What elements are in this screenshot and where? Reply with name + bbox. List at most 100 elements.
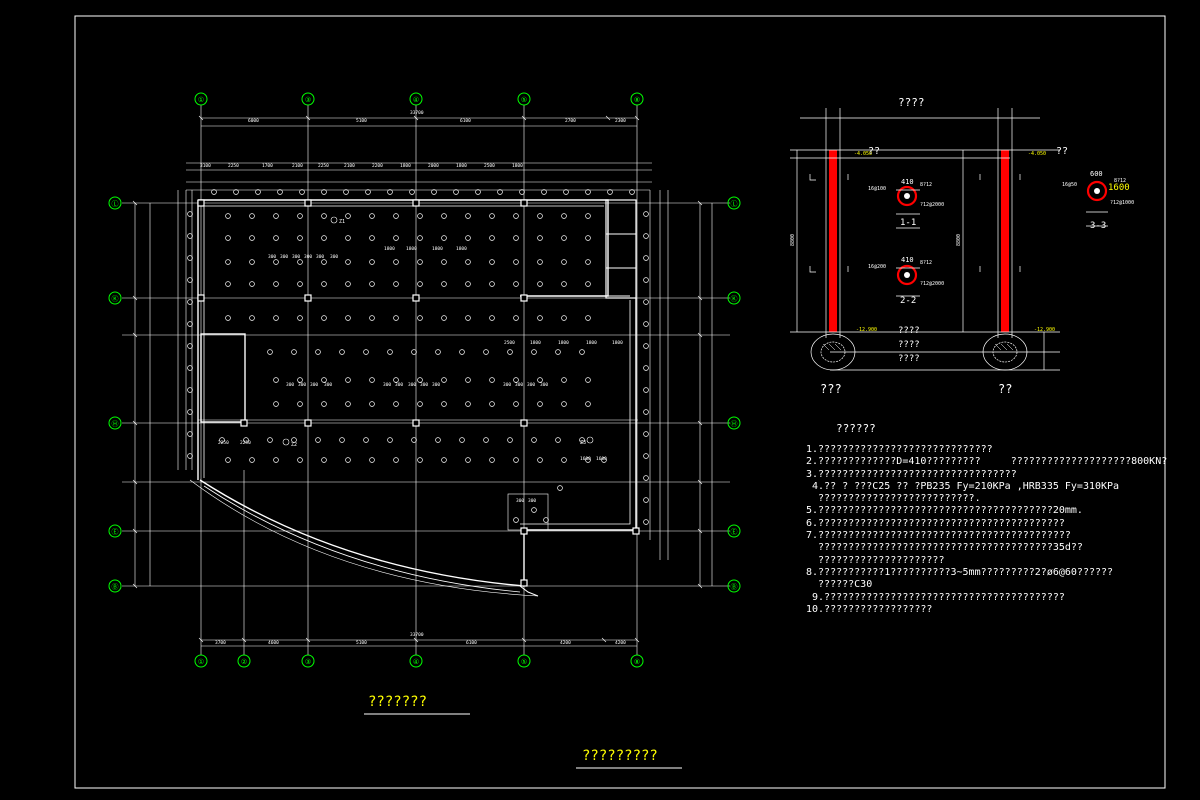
pile-circle bbox=[441, 457, 447, 463]
pile-circle bbox=[299, 189, 305, 195]
svg-text:Ⓗ: Ⓗ bbox=[731, 420, 738, 428]
pile-circle bbox=[249, 259, 255, 265]
svg-text:2500: 2500 bbox=[504, 340, 515, 346]
pile-circle bbox=[321, 315, 327, 321]
pile-circle bbox=[585, 189, 591, 195]
pile-circle bbox=[387, 349, 393, 355]
pile-detail bbox=[790, 108, 1108, 371]
axis-bubble-left: Ⓔ bbox=[108, 524, 122, 538]
pile-circle bbox=[363, 437, 369, 443]
pile-circle bbox=[643, 365, 649, 371]
pile-circle bbox=[465, 213, 471, 219]
svg-text:8?12: 8?12 bbox=[920, 260, 932, 266]
pile-circle bbox=[459, 349, 465, 355]
svg-text:-4.050: -4.050 bbox=[854, 151, 872, 157]
svg-text:6000: 6000 bbox=[248, 118, 259, 124]
pile-circle bbox=[369, 213, 375, 219]
pile-circle bbox=[519, 189, 525, 195]
pile-circle bbox=[561, 281, 567, 287]
note-line: ??????????????????????????. bbox=[806, 493, 981, 505]
plan-grid bbox=[122, 105, 730, 655]
svg-text:4200: 4200 bbox=[615, 640, 626, 646]
pile-circle bbox=[321, 457, 327, 463]
svg-text:300: 300 bbox=[408, 382, 416, 388]
svg-text:Z2: Z2 bbox=[291, 442, 297, 448]
pile-circle bbox=[393, 377, 399, 383]
pile-circle bbox=[489, 213, 495, 219]
pile-circle bbox=[297, 281, 303, 287]
svg-text:④: ④ bbox=[413, 96, 419, 104]
note-line: 10.?????????????????? bbox=[806, 603, 933, 615]
pile-circle bbox=[369, 377, 375, 383]
pile-circle bbox=[465, 315, 471, 321]
pile-circle bbox=[561, 401, 567, 407]
pile-circle bbox=[339, 349, 345, 355]
note-line: 8.???????????1??????????3~5mm?????????2?… bbox=[806, 566, 1114, 578]
pile-circle bbox=[561, 315, 567, 321]
pile-circle bbox=[513, 315, 519, 321]
pile-circle bbox=[249, 281, 255, 287]
pile-circle bbox=[187, 299, 193, 305]
svg-text:?12@1000: ?12@1000 bbox=[1110, 200, 1134, 206]
pile-circle bbox=[225, 235, 231, 241]
pile-circle bbox=[393, 315, 399, 321]
pile-circle bbox=[507, 349, 513, 355]
section-3-3-label: 3-3 bbox=[1090, 221, 1107, 231]
pile-circle bbox=[441, 401, 447, 407]
svg-text:3700: 3700 bbox=[215, 640, 226, 646]
svg-text:2700: 2700 bbox=[565, 118, 576, 124]
pile-circle bbox=[187, 431, 193, 437]
axis-bubble-right: Ⓚ bbox=[727, 291, 741, 305]
svg-text:Ⓚ: Ⓚ bbox=[731, 295, 738, 303]
pile-circle bbox=[267, 349, 273, 355]
pile-circle bbox=[465, 401, 471, 407]
pile-circle bbox=[267, 437, 273, 443]
pile-circle bbox=[607, 189, 613, 195]
pile-circle bbox=[489, 457, 495, 463]
svg-text:Ⓚ: Ⓚ bbox=[112, 295, 119, 303]
pile-circle bbox=[369, 457, 375, 463]
pile-circle bbox=[297, 213, 303, 219]
building-walls bbox=[186, 189, 651, 597]
svg-text:2250: 2250 bbox=[318, 163, 329, 169]
svg-text:①: ① bbox=[198, 96, 204, 104]
svg-text:⑧: ⑧ bbox=[634, 658, 640, 666]
axis-bubble-bottom: ④ bbox=[409, 654, 423, 668]
design-notes: 1.?????????????????????????????2.???????… bbox=[806, 444, 1186, 616]
plan-title: ??????? bbox=[368, 694, 428, 710]
note-line: ??????C30 bbox=[806, 579, 873, 591]
svg-text:33700: 33700 bbox=[410, 632, 424, 638]
svg-text:5100: 5100 bbox=[356, 640, 367, 646]
axis-bubble-right: Ⓑ bbox=[727, 579, 741, 593]
pile-circle bbox=[255, 189, 261, 195]
axis-bubble-bottom: ① bbox=[194, 654, 208, 668]
pile-circle bbox=[321, 235, 327, 241]
axis-bubble-top: ③ bbox=[301, 92, 315, 106]
pile-circle bbox=[393, 259, 399, 265]
pile-circle bbox=[345, 457, 351, 463]
svg-text:④: ④ bbox=[413, 658, 419, 666]
section-2-2-label: 2-2 bbox=[900, 296, 917, 306]
pile-circle bbox=[297, 315, 303, 321]
pile-circle bbox=[187, 365, 193, 371]
pile-circle bbox=[531, 507, 537, 513]
pile-circle bbox=[249, 213, 255, 219]
svg-text:2000: 2000 bbox=[428, 163, 439, 169]
axis-bubble-top: ④ bbox=[409, 92, 423, 106]
pile-circle bbox=[345, 281, 351, 287]
pile-circle bbox=[643, 299, 649, 305]
svg-text:1800: 1800 bbox=[456, 246, 467, 252]
svg-text:1700: 1700 bbox=[262, 163, 273, 169]
svg-text:300: 300 bbox=[292, 254, 300, 260]
pile-circle bbox=[225, 213, 231, 219]
pile-circle bbox=[585, 457, 591, 463]
svg-text:Ⓗ: Ⓗ bbox=[112, 420, 119, 428]
svg-text:4600: 4600 bbox=[268, 640, 279, 646]
pile-circle bbox=[585, 401, 591, 407]
svg-text:300: 300 bbox=[316, 254, 324, 260]
pile-circle bbox=[555, 349, 561, 355]
svg-text:Ⓑ: Ⓑ bbox=[112, 583, 119, 591]
svg-text:2100: 2100 bbox=[292, 163, 303, 169]
svg-text:16@200: 16@200 bbox=[868, 264, 886, 270]
pile-circle bbox=[643, 343, 649, 349]
